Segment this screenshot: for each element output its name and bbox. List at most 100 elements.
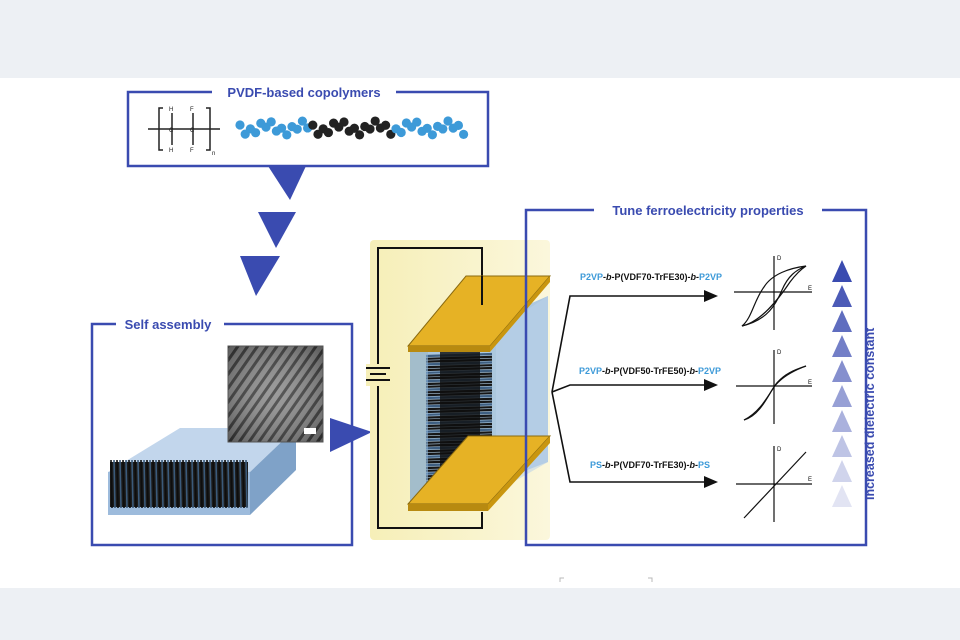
film-stripe	[152, 459, 155, 509]
chain-bead-end-block	[453, 120, 463, 131]
chain-bead-end-block	[292, 124, 302, 134]
circuit-wire	[377, 247, 483, 529]
film-stripe	[164, 459, 167, 509]
plot2-e-label: E	[808, 380, 812, 386]
film-stripe	[212, 459, 215, 509]
chain-bead-pvdf	[365, 124, 375, 134]
dielectric-triangle	[832, 335, 852, 357]
film-stripe	[143, 459, 146, 509]
chain-bead-end-block	[412, 117, 422, 127]
film-stripe	[146, 459, 149, 509]
copolymer-label-2: P2VP-b-P(VDF50-TrFE50)-b-P2VP	[579, 366, 721, 376]
tune-title: Tune ferroelectricity properties	[612, 203, 803, 218]
film-stripe	[134, 459, 137, 509]
chain-bead-pvdf	[355, 130, 365, 140]
film-stripe	[191, 459, 194, 509]
film-stripe	[113, 459, 116, 509]
capacitor-device	[366, 240, 552, 540]
monomer-formula	[148, 107, 220, 151]
formula-f-top: F	[190, 107, 194, 113]
chain-bead-end-block	[266, 117, 276, 127]
bottom-bracket	[559, 577, 653, 582]
film-stripe	[236, 459, 239, 509]
film-stripe	[182, 459, 185, 509]
film-stripe	[197, 459, 200, 509]
chain-bead-end-block	[277, 123, 287, 133]
plot3-d-label: D	[777, 447, 782, 453]
copolymer-label-1: P2VP-b-P(VDF70-TrFE30)-b-P2VP	[580, 272, 722, 282]
plot3-e-label: E	[808, 477, 812, 483]
film-stripe	[230, 459, 233, 509]
branch-arrow-middle	[704, 379, 718, 391]
branch-bottom	[551, 391, 706, 483]
branch-arrow-top	[704, 290, 718, 302]
dielectric-triangle	[832, 435, 852, 457]
film-stripe	[122, 459, 125, 509]
tune-panel: Tune ferroelectricity properties P2VP-b-…	[524, 203, 877, 547]
flow-arrows	[240, 166, 306, 296]
film-stripe	[167, 459, 170, 509]
film-stripe	[227, 459, 230, 509]
formula-h-top: H	[169, 107, 173, 113]
film-stripe	[116, 459, 119, 509]
film-stripe	[161, 459, 164, 509]
chain-bead-end-block	[422, 123, 432, 133]
branch-lines	[551, 295, 706, 483]
film-stripe	[137, 459, 140, 509]
tem-micrograph	[227, 345, 324, 443]
chain-bead-end-block	[235, 120, 245, 130]
battery-icon	[366, 364, 390, 386]
formula-n: n	[212, 151, 215, 157]
film-front	[410, 348, 428, 508]
film-stripe	[203, 459, 206, 509]
chain-bead-end-block	[297, 116, 307, 126]
hysteresis-plot-1	[734, 256, 812, 330]
film-stripe	[194, 459, 197, 509]
formula-c-right: C	[190, 128, 195, 134]
film-stripe	[245, 459, 248, 509]
plot2-curve-b	[743, 365, 807, 421]
film-stripe	[155, 459, 158, 509]
arrow-head-3	[240, 256, 280, 296]
chain-bead-pvdf	[308, 120, 318, 130]
film-stripe	[188, 459, 191, 509]
film-stripe	[206, 459, 209, 509]
self-assembly-panel: Self assembly	[90, 317, 354, 547]
film-stripe	[221, 459, 224, 509]
copolymers-panel: PVDF-based copolymers H H C F F C n	[126, 85, 490, 168]
hysteresis-plot-2	[736, 350, 812, 424]
bottom-electrode-edge	[408, 504, 488, 511]
dielectric-triangle-stack	[832, 260, 852, 507]
film-stripe	[239, 459, 242, 509]
film-stripe	[215, 459, 218, 509]
film-stripe	[179, 459, 182, 509]
film-stripe	[140, 459, 143, 509]
plot1-loop-inner	[741, 265, 807, 327]
film-stripe	[110, 459, 113, 509]
chain-bead-end-block	[396, 127, 406, 138]
dielectric-triangle	[832, 385, 852, 407]
chain-bead-pvdf	[370, 116, 380, 126]
film-stripe	[242, 459, 245, 509]
branch-arrow-bottom	[704, 476, 718, 488]
film-stripe	[176, 459, 179, 509]
formula-f-bottom: F	[190, 148, 194, 154]
film-stripe	[149, 459, 152, 509]
branch-middle	[551, 384, 706, 393]
arrow-head-1	[268, 166, 306, 200]
film-stripe	[233, 459, 236, 509]
film-stripe	[170, 459, 173, 509]
film-stripe	[119, 459, 122, 509]
self-assembly-title: Self assembly	[125, 317, 212, 332]
chain-bead-end-block	[282, 130, 292, 140]
bottom-electrode-side	[488, 436, 550, 511]
increased-dielectric-label: Increased dielectric constant	[863, 327, 877, 500]
chain-bead-end-block	[438, 124, 448, 134]
chain-bead-pvdf	[349, 123, 359, 133]
plot3-line	[743, 451, 807, 519]
top-electrode-side	[490, 276, 550, 352]
chain-bead-pvdf	[323, 127, 333, 138]
film-stripe	[128, 459, 131, 509]
copolymers-title: PVDF-based copolymers	[227, 85, 380, 100]
